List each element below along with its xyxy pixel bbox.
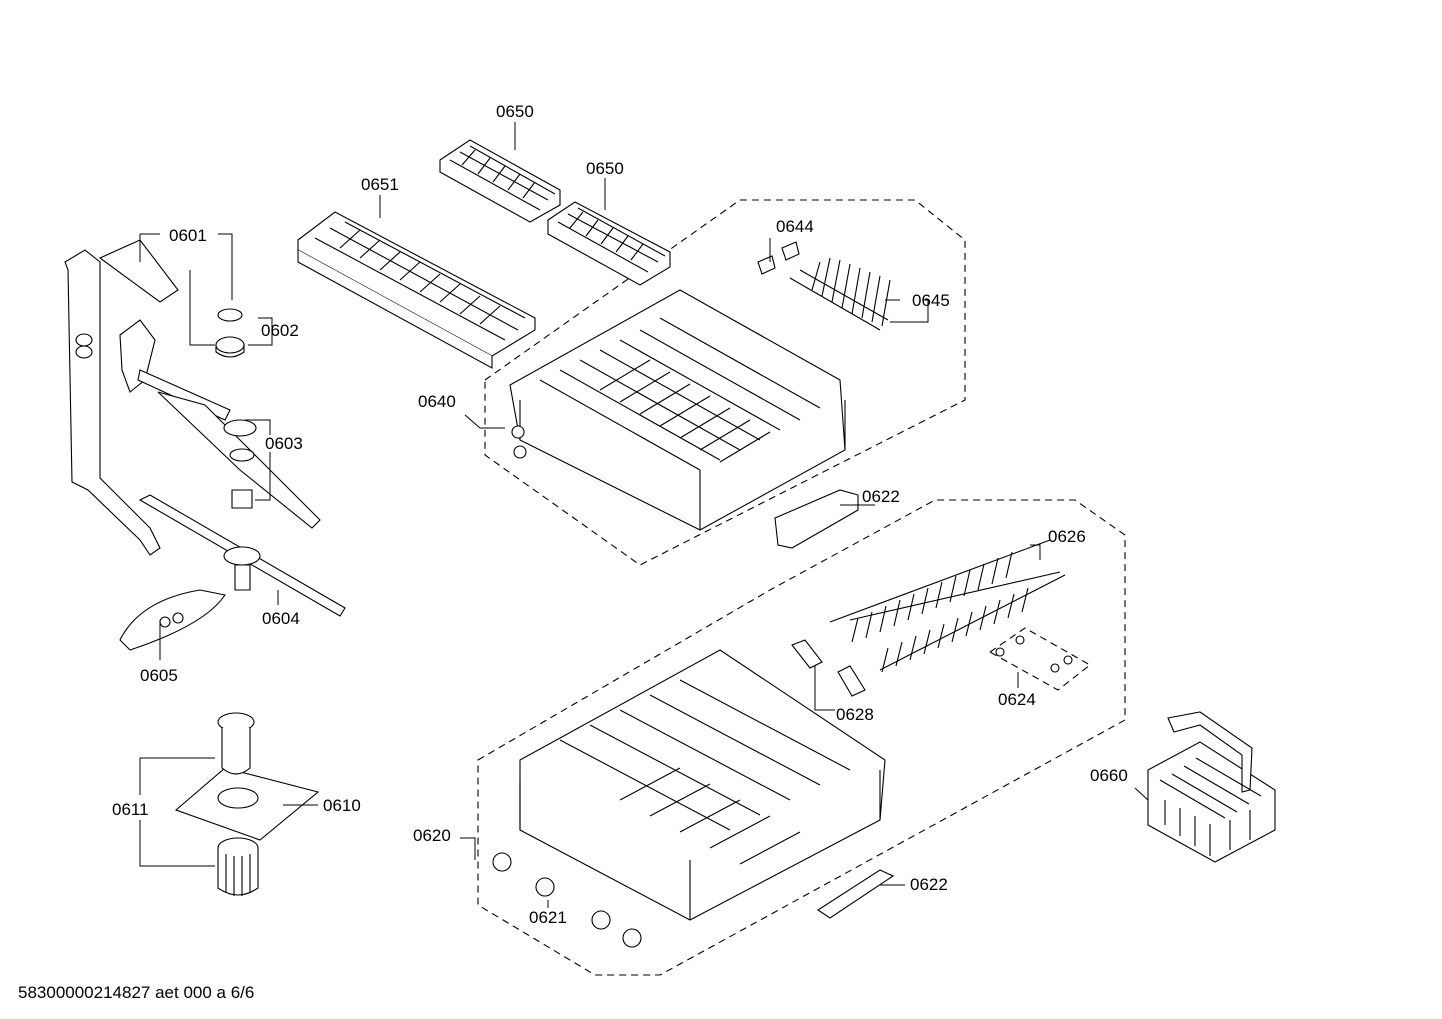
part-0622-handle-lower [816,869,895,919]
part-0660-cutlery-basket [1147,711,1276,863]
label-0604: 0604 [262,609,300,628]
label-0626: 0626 [1048,527,1086,546]
label-0622-lower: 0622 [910,875,948,894]
label-0650-a: 0650 [496,102,534,121]
part-0650-shelf-a [439,139,561,223]
label-0660: 0660 [1090,766,1128,785]
label-0644: 0644 [776,217,814,236]
part-0644-clips [757,241,800,275]
part-0603-upper-spray-arm [119,319,321,529]
part-0626-tine-rows [829,539,1066,673]
label-0640: 0640 [418,392,456,411]
upper-basket-group-outline [484,199,966,566]
label-0624: 0624 [998,690,1036,709]
label-0620: 0620 [413,826,451,845]
part-0610-flat-filter [174,767,320,841]
part-0645-tine-rack [789,257,891,331]
part-0602-nozzle [215,308,245,358]
part-0621-wheels [492,852,642,948]
part-0651-cutlery-tray [297,211,536,369]
part-0611-fine-filter [217,712,259,896]
label-0602: 0602 [261,321,299,340]
part-0605-filter-cover [119,589,226,651]
label-0610: 0610 [323,796,361,815]
lower-basket-group-outline [477,499,1126,976]
label-0622-upper: 0622 [862,487,900,506]
part-0628-clamps [791,639,866,697]
part-0624-fixings [988,627,1091,691]
part-0650-shelf-b [547,201,671,286]
part-0601-supply-pipe [64,239,179,556]
part-0622-handle-upper [774,489,859,549]
leader-lines [139,122,1149,908]
label-0605: 0605 [140,666,178,685]
label-0651: 0651 [361,175,399,194]
label-0601: 0601 [169,226,207,245]
label-0645: 0645 [912,291,950,310]
document-id-footer: 58300000214827 aet 000 a 6/6 [18,983,254,1002]
label-0603: 0603 [265,434,303,453]
part-0604-lower-spray-arm [138,494,346,617]
part-0640-upper-basket [509,289,846,531]
label-0611: 0611 [112,800,149,819]
label-0621: 0621 [529,908,567,927]
label-0628: 0628 [836,705,874,724]
label-0650-b: 0650 [586,159,624,178]
part-0620-lower-basket [519,649,886,921]
